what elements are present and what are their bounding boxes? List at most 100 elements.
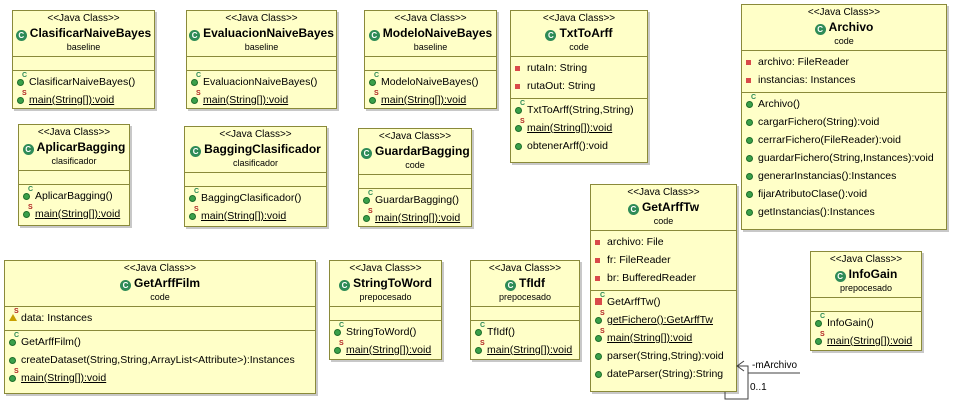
method-text: StringToWord() (346, 326, 417, 338)
public-method-icon (9, 375, 16, 382)
method-text: fijarAtributoClase():void (758, 188, 868, 200)
class-name-text: Archivo (828, 20, 874, 34)
public-method-icon (515, 125, 522, 132)
field-row[interactable]: rutaIn: String (511, 59, 647, 77)
field-row[interactable]: br: BufferedReader (591, 269, 736, 287)
method-row[interactable]: getInstancias():Instances (742, 203, 946, 221)
static-modifier-icon: S (374, 90, 379, 97)
method-row[interactable]: createDataset(String,String,ArrayList<At… (5, 351, 315, 369)
method-row[interactable]: cargarFichero(String):void (742, 113, 946, 131)
public-method-icon (746, 137, 753, 144)
class-name-text: BaggingClasificador (204, 142, 321, 156)
class-name-text: GetArffFilm (134, 276, 200, 290)
method-text: main(String[]):void (381, 94, 467, 106)
static-modifier-icon: S (600, 328, 605, 335)
method-text: InfoGain() (827, 317, 874, 329)
package-name: prepocesado (839, 283, 893, 293)
self-association-line[interactable] (724, 365, 749, 400)
public-method-icon (23, 211, 30, 218)
method-row[interactable]: cerrarFichero(FileReader):void (742, 131, 946, 149)
method-row[interactable]: obtenerArff():void (511, 137, 647, 155)
field-row[interactable]: archivo: FileReader (742, 53, 946, 71)
public-method-icon (746, 209, 753, 216)
association-role-label: -mArchivo (752, 360, 798, 371)
public-method-icon (9, 339, 16, 346)
field-row[interactable]: instancias: Instances (742, 71, 946, 89)
method-text: GetArffTw() (607, 296, 661, 308)
method-text: guardarFichero(String,Instances):void (758, 152, 934, 164)
stereotype: <<Java Class>> (378, 131, 452, 142)
public-method-icon (746, 119, 753, 126)
field-row[interactable]: archivo: File (591, 233, 736, 251)
method-row[interactable]: generarInstancias():Instances (742, 167, 946, 185)
method-text: generarInstancias():Instances (758, 170, 897, 182)
attributes-section (185, 173, 326, 187)
method-text: BaggingClasificador() (201, 192, 302, 204)
private-constructor-icon (595, 298, 602, 305)
field-row[interactable]: fr: FileReader (591, 251, 736, 269)
method-text: obtenerArff():void (527, 140, 608, 152)
method-row[interactable]: dateParser(String):String (591, 365, 736, 383)
class-name-text: GetArffTw (641, 200, 700, 214)
static-modifier-icon: S (600, 310, 605, 317)
method-row[interactable]: parser(String,String):void (591, 347, 736, 365)
method-text: dateParser(String):String (607, 368, 724, 380)
static-modifier-icon: S (480, 340, 485, 347)
attributes-section: archivo: FileReader instancias: Instance… (742, 51, 946, 93)
attributes-section (19, 171, 129, 185)
class-icon: C (545, 30, 557, 41)
package-name: clasificador (232, 158, 279, 168)
stereotype: <<Java Class>> (225, 13, 298, 24)
method-row[interactable]: guardarFichero(String,Instances):void (742, 149, 946, 167)
method-text: createDataset(String,String,ArrayList<At… (21, 354, 295, 366)
method-row[interactable]: fijarAtributoClase():void (742, 185, 946, 203)
field-row[interactable]: rutaOut: String (511, 77, 647, 95)
